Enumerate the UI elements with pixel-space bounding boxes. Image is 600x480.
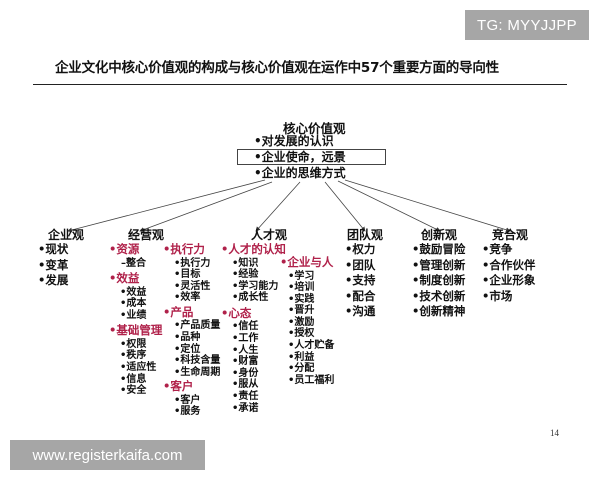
core-item-mission-vision: •企业使命，远景 bbox=[254, 150, 346, 164]
list-item: •合作伙伴 bbox=[482, 257, 536, 272]
list-item: •适应性 bbox=[120, 362, 157, 374]
core-item-development: •对发展的认识 bbox=[254, 134, 334, 148]
list-item: •效益 bbox=[120, 286, 147, 298]
list-item: •创新精神 bbox=[412, 304, 466, 318]
list-item: •学习能力 bbox=[232, 280, 279, 292]
list-item: •权力 bbox=[345, 242, 376, 256]
column-head: 竞合观 bbox=[492, 228, 529, 242]
core-item-thinking-mode: •企业的思维方式 bbox=[254, 166, 346, 180]
title-divider bbox=[33, 84, 567, 85]
list-item: •产品质量 bbox=[174, 320, 221, 332]
list-item: •目标 bbox=[174, 269, 201, 281]
list-item: •成长性 bbox=[232, 292, 269, 304]
list-item: •知识 bbox=[232, 257, 259, 269]
list-item: •变革 bbox=[38, 257, 69, 272]
list-item: •沟通 bbox=[345, 304, 376, 318]
group-label-talent-cognition: •人才的认知 bbox=[221, 242, 286, 256]
list-item: •秩序 bbox=[120, 350, 147, 362]
list-item: •市场 bbox=[482, 288, 513, 303]
list-item: •执行力 bbox=[174, 257, 211, 269]
group-label-execution: •执行力 bbox=[163, 242, 205, 256]
core-values-title: 核心价值观 bbox=[283, 121, 346, 136]
list-item: •业绩 bbox=[120, 309, 147, 321]
list-item: •人生 bbox=[232, 344, 259, 356]
list-item: •品种 bbox=[174, 331, 201, 343]
list-item: •现状 bbox=[38, 242, 69, 256]
list-item: •工作 bbox=[232, 332, 259, 344]
group-label-benefits: •效益 bbox=[109, 271, 140, 286]
column-head: 团队观 bbox=[347, 228, 384, 242]
core-highlight-box bbox=[237, 149, 386, 165]
list-item: •服务 bbox=[174, 406, 201, 418]
list-item: •制度创新 bbox=[412, 273, 466, 287]
list-item: •学习 bbox=[288, 270, 315, 282]
list-item: •安全 bbox=[120, 385, 147, 397]
list-item: •培训 bbox=[288, 282, 315, 294]
list-item: •生命周期 bbox=[174, 366, 221, 378]
group-label-enterprise-and-people: •企业与人 bbox=[280, 255, 334, 269]
list-item: •支持 bbox=[345, 273, 376, 287]
telegram-id-badge: TG: MYYJJPP bbox=[465, 10, 589, 40]
list-item: •人才贮备 bbox=[288, 340, 335, 352]
group-label-basic-management: •基础管理 bbox=[109, 323, 163, 338]
list-item: •客户 bbox=[174, 394, 201, 406]
list-item: •分配 bbox=[288, 363, 315, 375]
list-item: •灵活性 bbox=[174, 280, 211, 292]
list-item: •竞争 bbox=[482, 242, 513, 256]
list-item: •权限 bbox=[120, 338, 147, 350]
list-item: •企业形象 bbox=[482, 273, 536, 287]
list-item: •授权 bbox=[288, 328, 315, 340]
list-item: •经验 bbox=[232, 269, 259, 281]
list-item: •责任 bbox=[232, 390, 259, 402]
list-item: •发展 bbox=[38, 273, 69, 287]
column-head: 企业观 bbox=[48, 228, 85, 242]
list-item: •晋升 bbox=[288, 305, 315, 317]
website-watermark: www.registerkaifa.com bbox=[10, 440, 205, 470]
list-item: •员工福利 bbox=[288, 374, 335, 386]
group-label-customer: •客户 bbox=[163, 379, 194, 394]
list-item: •效率 bbox=[174, 292, 201, 304]
list-item: •实践 bbox=[288, 293, 315, 305]
list-item: •信息 bbox=[120, 373, 147, 385]
list-item: •鼓励冒险 bbox=[412, 242, 466, 256]
list-item: •服从 bbox=[232, 379, 259, 391]
list-item: •配合 bbox=[345, 288, 376, 303]
list-item: •科技含量 bbox=[174, 355, 221, 367]
column-head: 创新观 bbox=[421, 228, 458, 242]
list-item: •财富 bbox=[232, 356, 259, 368]
list-item: •定位 bbox=[174, 343, 201, 355]
list-item: •承诺 bbox=[232, 402, 259, 414]
list-item: •成本 bbox=[120, 298, 147, 310]
list-item: •激励 bbox=[288, 316, 315, 328]
list-item: •信任 bbox=[232, 321, 259, 333]
slide-title: 企业文化中核心价值观的构成与核心价值观在运作中57个重要方面的导向性 bbox=[55, 60, 499, 76]
group-label-product: •产品 bbox=[163, 304, 194, 319]
list-item: •利益 bbox=[288, 351, 315, 363]
list-item: •技术创新 bbox=[412, 288, 466, 303]
list-item: •身份 bbox=[232, 367, 259, 379]
column-head: 经营观 bbox=[128, 228, 165, 242]
column-head: 人才观 bbox=[251, 228, 288, 242]
list-item: •团队 bbox=[345, 257, 376, 272]
page-number: 14 bbox=[550, 428, 559, 438]
group-label-resources: •资源 bbox=[109, 242, 140, 256]
group-label-mindset: •心态 bbox=[221, 305, 252, 320]
list-item: –整合 bbox=[121, 257, 146, 269]
list-item: •管理创新 bbox=[412, 257, 466, 272]
